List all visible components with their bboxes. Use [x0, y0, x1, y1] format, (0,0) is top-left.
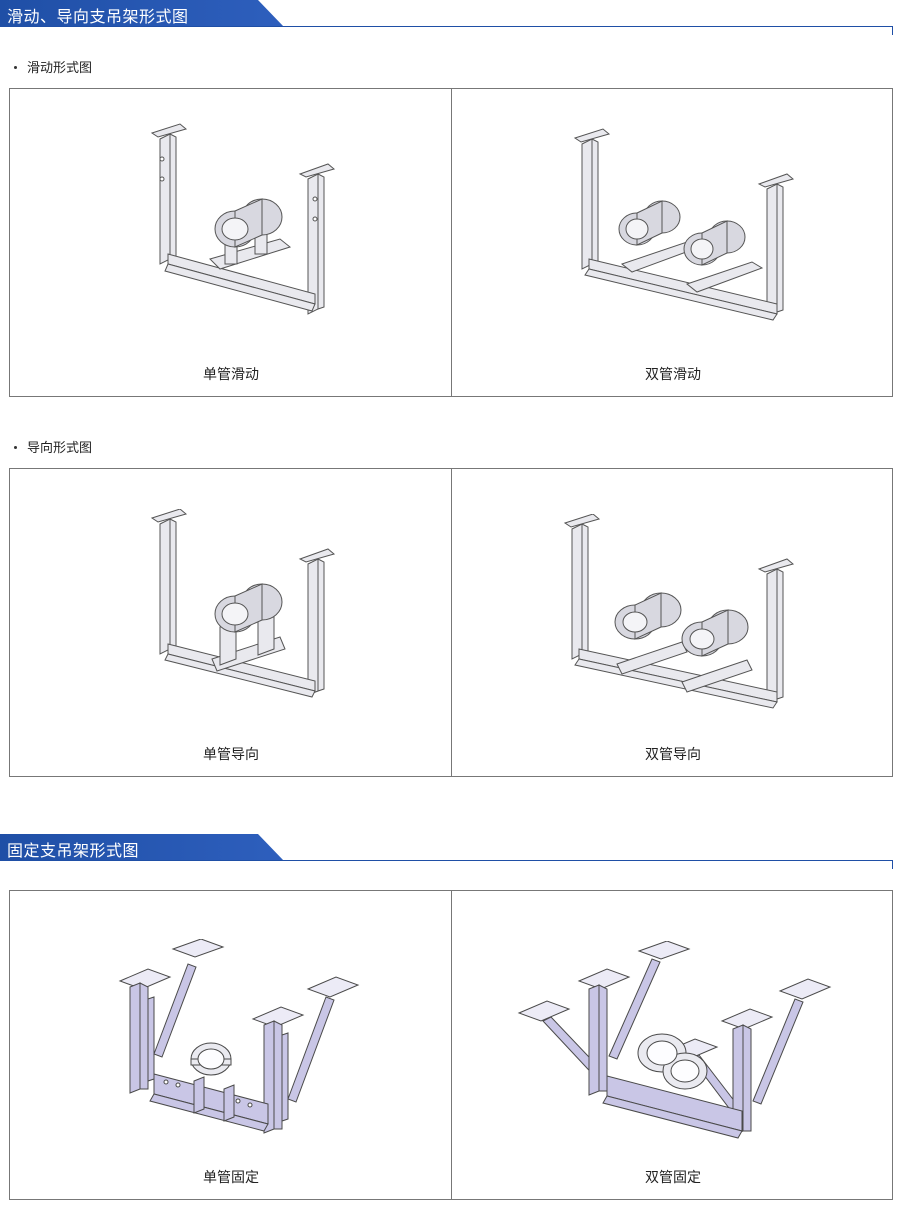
- figure-single-guide: 单管导向: [10, 469, 452, 776]
- banner-rule: [0, 26, 893, 27]
- figure-double-sliding: 双管滑动: [451, 89, 894, 396]
- banner-rule-end: [892, 26, 893, 35]
- single-sliding-drawing: [150, 123, 336, 315]
- subhead-sliding: 滑动形式图: [14, 57, 92, 76]
- figure-double-fixed: 双管固定: [451, 891, 894, 1199]
- caption-double-guide: 双管导向: [645, 747, 701, 763]
- double-fixed-drawing: [517, 941, 832, 1139]
- section-banner-sliding-guide: 滑动、导向支吊架形式图: [0, 0, 900, 35]
- section-title: 固定支吊架形式图: [7, 841, 140, 860]
- banner-tab: [0, 834, 284, 861]
- subhead-label: 滑动形式图: [27, 61, 93, 76]
- subhead-guide: 导向形式图: [14, 437, 92, 456]
- caption-single-guide: 单管导向: [203, 747, 259, 763]
- caption-single-fixed: 单管固定: [203, 1170, 259, 1186]
- section-banner-fixed: 固定支吊架形式图: [0, 834, 900, 869]
- caption-double-sliding: 双管滑动: [645, 367, 701, 383]
- subhead-label: 导向形式图: [27, 441, 93, 456]
- bullet-dot: [14, 66, 17, 69]
- banner-rule-end: [892, 860, 893, 869]
- figure-single-fixed: 单管固定: [10, 891, 452, 1199]
- single-guide-drawing: [150, 509, 336, 698]
- panel-guide: 单管导向: [9, 468, 893, 777]
- figure-single-sliding: 单管滑动: [10, 89, 452, 396]
- double-sliding-drawing: [573, 128, 795, 321]
- caption-single-sliding: 单管滑动: [203, 367, 259, 383]
- caption-double-fixed: 双管固定: [645, 1170, 701, 1186]
- figure-double-guide: 双管导向: [451, 469, 894, 776]
- bullet-dot: [14, 446, 17, 449]
- section-title: 滑动、导向支吊架形式图: [7, 7, 189, 26]
- panel-sliding: 单管滑动: [9, 88, 893, 397]
- banner-rule: [0, 860, 893, 861]
- double-guide-drawing: [563, 514, 795, 709]
- single-fixed-drawing: [118, 939, 360, 1134]
- banner-tab: [0, 0, 284, 27]
- panel-fixed: 单管固定: [9, 890, 893, 1200]
